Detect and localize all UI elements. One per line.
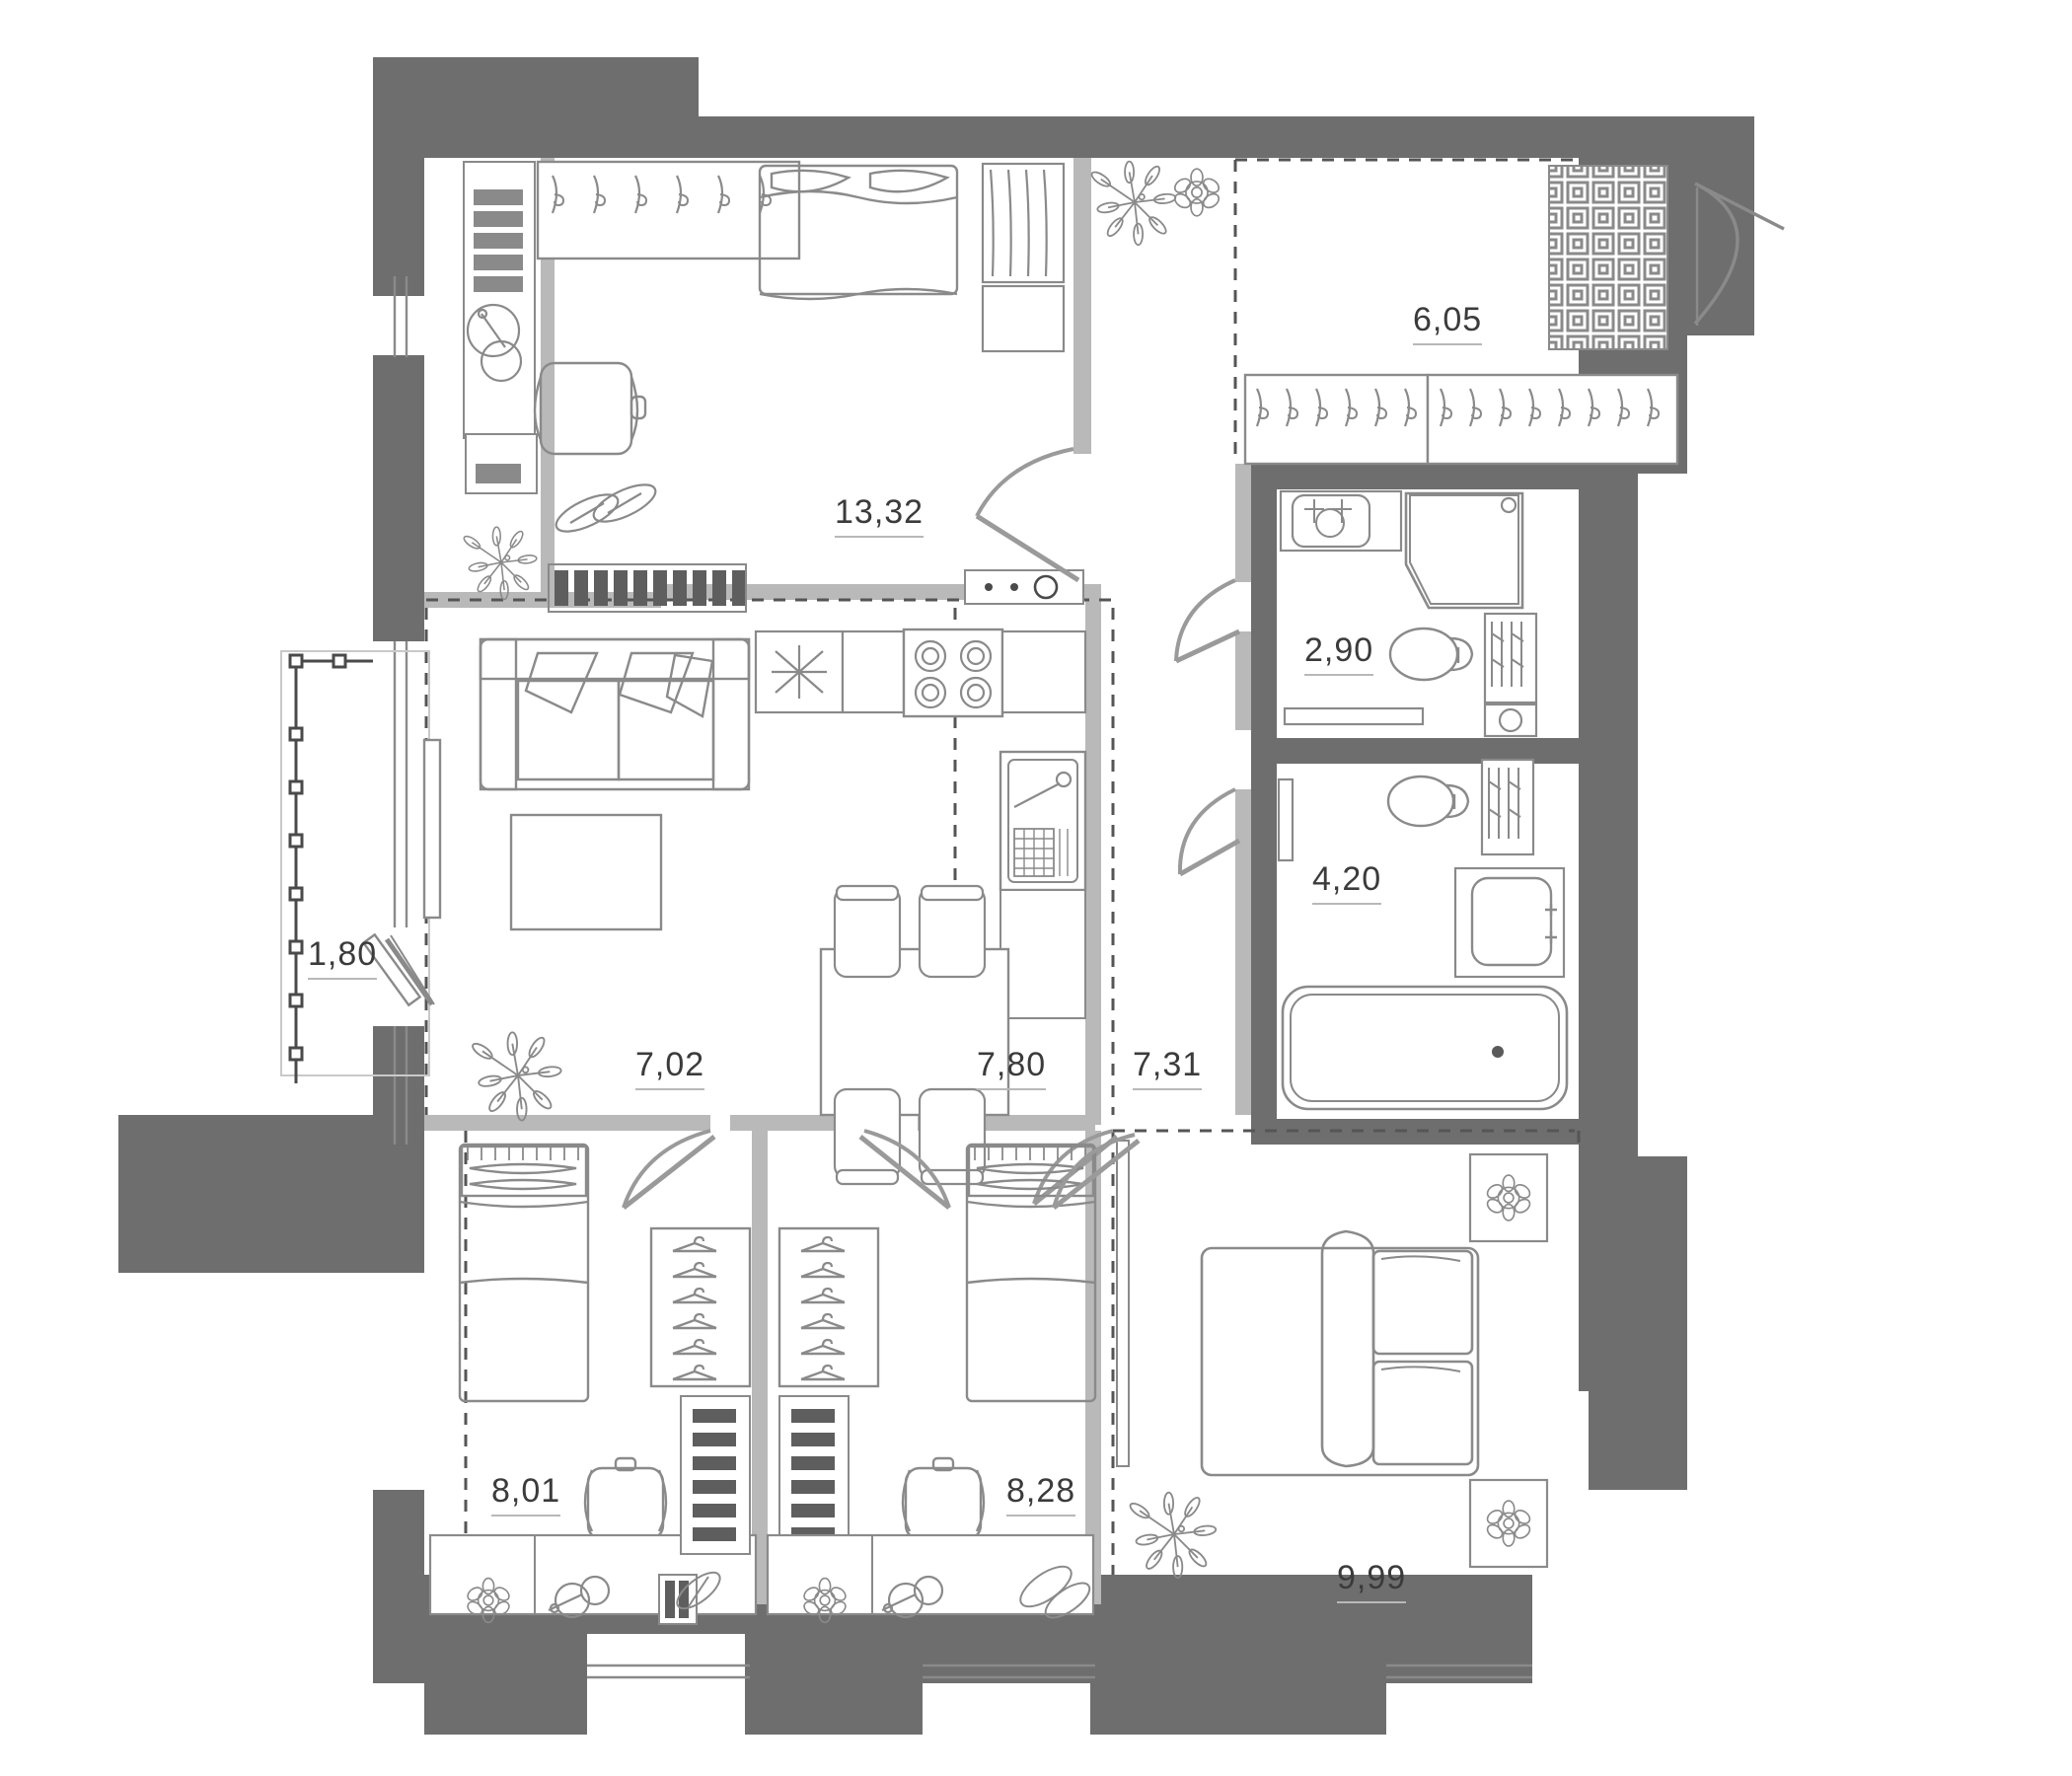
balcony-left (280, 650, 442, 1083)
room-bedroom-middle (766, 1129, 1130, 1624)
room-area-lounge: 7,02 (635, 1046, 705, 1090)
partition-walls (424, 158, 1251, 1604)
room-area-balcony-left: 1,80 (308, 935, 378, 980)
room-bedroom-left (428, 1143, 758, 1625)
room-bedroom-master (1052, 1133, 1549, 1580)
structural-wall-outline (1251, 158, 1638, 1391)
room-kitchen-dining (754, 628, 1087, 1186)
windows (393, 187, 1699, 1679)
room-area-living-bedroom: 13,32 (835, 493, 925, 538)
room-area-hall: 6,05 (1413, 301, 1483, 345)
room-area-bathroom-main: 4,20 (1312, 860, 1382, 905)
room-area-bedroom-master: 9,99 (1337, 1559, 1407, 1603)
room-bathroom-guest (1174, 489, 1579, 738)
room-area-corridor: 7,31 (1133, 1046, 1203, 1090)
room-area-bedroom-left: 8,01 (491, 1472, 561, 1517)
room-lounge (469, 637, 751, 1210)
room-hall (1243, 165, 1785, 466)
room-bathroom-main (1177, 758, 1579, 1119)
room-area-kitchen-dining: 7,80 (977, 1046, 1047, 1090)
room-area-bathroom-guest: 2,90 (1304, 631, 1374, 676)
room-living-bedroom (461, 160, 1222, 613)
room-area-bedroom-middle: 8,28 (1006, 1472, 1076, 1517)
